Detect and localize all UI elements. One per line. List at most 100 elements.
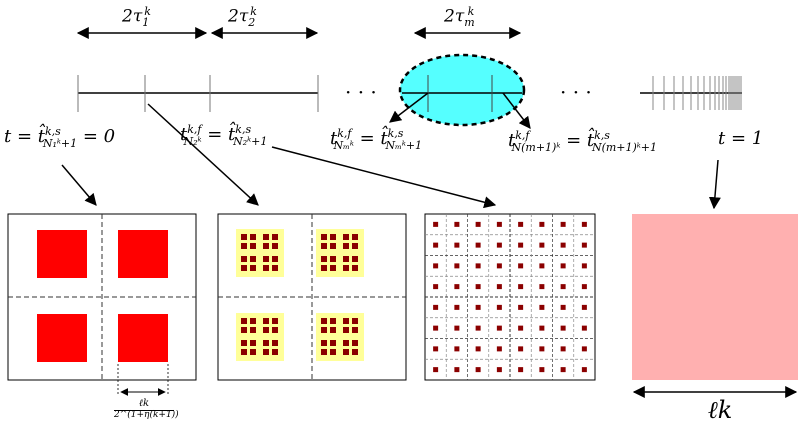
arrow-to-panel-4 [708,159,721,210]
label-2tau2: 2τ2k [228,5,257,30]
dark-square [518,325,524,331]
dark-square [581,263,587,269]
dark-square [321,243,327,249]
dark-square [560,221,566,227]
dark-square [343,234,349,240]
label-2tau1: 2τ1k [122,5,151,30]
dark-square [330,256,336,262]
dark-square [433,284,439,290]
lk-caption: ℓk [707,396,733,424]
panel-1 [7,213,197,396]
arrow-ellipse-right [502,92,531,129]
dark-square [241,327,247,333]
dark-square [581,367,587,373]
dark-square [343,340,349,346]
dark-square [250,349,256,355]
dark-square [241,340,247,346]
dark-square [321,234,327,240]
dark-square [539,221,545,227]
dark-square [496,221,502,227]
dark-square [250,327,256,333]
dark-square [241,265,247,271]
dark-square [496,242,502,248]
dark-square [352,349,358,355]
dark-square [581,221,587,227]
red-square [37,230,87,278]
dark-square [433,263,439,269]
accumulating-ticks [640,76,742,110]
dark-square [539,304,545,310]
dark-square [241,234,247,240]
dark-square [539,346,545,352]
dots-1: · · · [345,80,377,104]
panel-2 [217,213,407,381]
label-start: t = t̂k,sN₁ᵏ+1 = 0 [4,125,116,150]
dark-square [352,256,358,262]
panel-4 [632,214,798,398]
dark-square [343,243,349,249]
dark-square [581,284,587,290]
dark-square [496,346,502,352]
highlight-ellipse [398,53,526,127]
dark-square [496,304,502,310]
dark-square [250,256,256,262]
arrow-to-panel-3 [271,146,497,209]
dark-square [241,256,247,262]
dark-square [321,349,327,355]
label-2taum: 2τmk [444,5,475,30]
dark-square [496,263,502,269]
dark-square [263,349,269,355]
dark-square [321,327,327,333]
dark-square [263,256,269,262]
dark-square [263,327,269,333]
dark-square [454,284,460,290]
dark-square [560,325,566,331]
dark-square [330,234,336,240]
dark-square [475,221,481,227]
dark-square [518,284,524,290]
dark-square [321,256,327,262]
dark-square [352,234,358,240]
dark-square [321,265,327,271]
dark-square [475,346,481,352]
dark-square [272,243,278,249]
dark-square [496,367,502,373]
dark-square [272,265,278,271]
dark-square [330,243,336,249]
dark-square [560,346,566,352]
dark-square [433,221,439,227]
dark-square [454,346,460,352]
dark-square [250,243,256,249]
dark-square [581,325,587,331]
dark-square [241,243,247,249]
dark-square [250,318,256,324]
dark-square [475,242,481,248]
red-square [118,230,168,278]
dark-square [433,242,439,248]
dark-square [518,367,524,373]
dark-square [263,234,269,240]
dark-square [560,367,566,373]
dark-square [518,304,524,310]
dark-square [352,243,358,249]
dark-square [330,327,336,333]
dark-square [475,263,481,269]
dark-square [321,340,327,346]
dark-square [433,367,439,373]
dark-square [560,242,566,248]
dark-square [454,263,460,269]
label-end: t = 1 [718,128,764,149]
label-m: tk,fNₘᵏ = t̂k,sNₘᵏ+1 [330,127,423,152]
dark-square [539,367,545,373]
dark-square [330,340,336,346]
dark-square [475,284,481,290]
dark-square [496,325,502,331]
dark-square [518,263,524,269]
fraction-caption: ℓk 2^(1+η(k+1)) [114,398,179,420]
dark-square [539,263,545,269]
dark-square [475,325,481,331]
red-square [118,314,168,362]
dark-square [496,284,502,290]
dark-square [343,349,349,355]
